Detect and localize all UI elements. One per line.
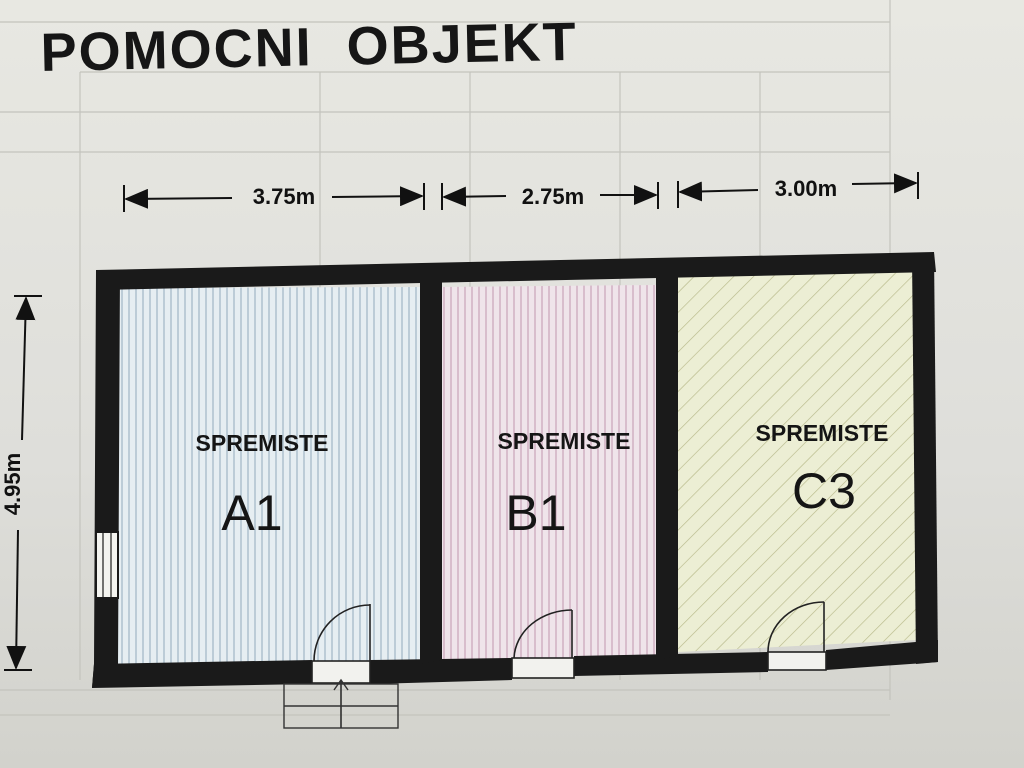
walls [92, 252, 938, 688]
dimension-height: 4.95m [0, 453, 25, 515]
room-c3-code: C3 [792, 463, 856, 519]
left-dimension [4, 295, 42, 671]
room-a1-code: A1 [221, 485, 282, 541]
room-a1-label: SPREMISTE [196, 430, 329, 456]
top-dimensions [123, 172, 919, 212]
dimension-width-b: 2.75m [522, 184, 584, 209]
door-c3 [767, 601, 827, 671]
left-window [95, 531, 119, 599]
room-b1-code: B1 [505, 485, 566, 541]
room-c3-label: SPREMISTE [756, 420, 889, 446]
dimension-width-a: 3.75m [253, 184, 315, 209]
room-b1-label: SPREMISTE [498, 428, 631, 454]
door-b1 [511, 609, 575, 679]
dimension-width-c: 3.00m [775, 176, 837, 201]
entrance-steps [283, 678, 399, 729]
